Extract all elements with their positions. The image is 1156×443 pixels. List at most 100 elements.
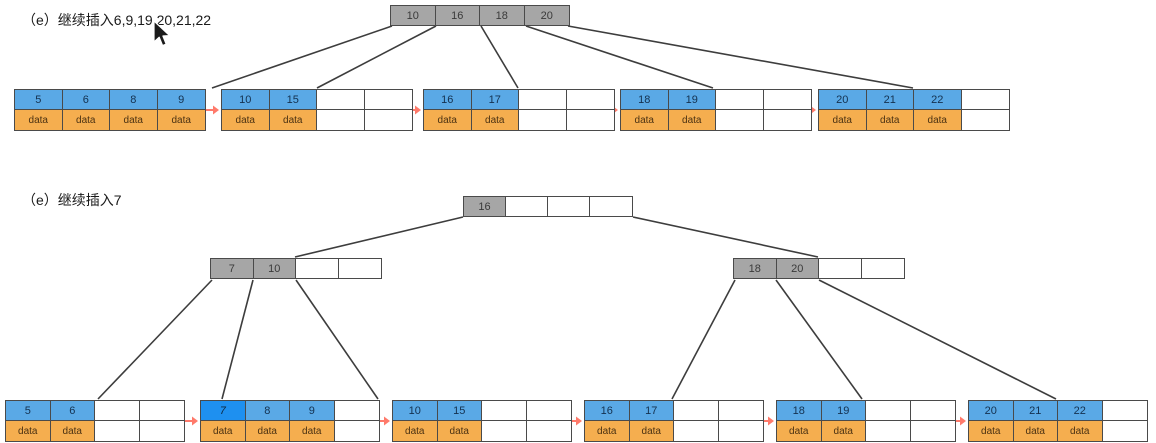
leaf-data-cell: data [290,421,335,441]
leaf-empty-slot [674,401,719,421]
leaf-empty-slot [718,421,763,441]
leaf-key-cell-highlighted: 7 [201,401,246,421]
leaf-empty-slot [334,401,379,421]
leaf-key-cell: 18 [621,90,669,110]
leaf-key-cell: 18 [777,401,822,421]
leaf-key-cell: 6 [62,90,110,110]
leaf-empty-slot [763,90,811,110]
leaf-key-cell: 9 [157,90,205,110]
tree-edge [671,279,736,400]
tree-edge [294,216,464,258]
leaf-data-cell: data [1058,421,1103,441]
leaf-data-cell: data [777,421,822,441]
tree-edge [221,279,254,400]
leaf-empty-slot [1102,401,1147,421]
index-key-cell: 10 [391,6,436,25]
leaf-data-cell: data [629,421,674,441]
leaf-empty-slot [674,421,719,441]
index-empty-cell [548,197,590,216]
diagram-caption: （e）继续插入7 [22,192,122,208]
tree-edge [567,25,914,89]
tree-edge [480,25,519,89]
index-empty-cell [590,197,632,216]
leaf-empty-slot [364,90,412,110]
leaf-data-cell: data [866,110,914,130]
leaf-key-cell: 20 [969,401,1014,421]
leaf-empty-slot [519,90,567,110]
leaf-empty-slot [139,401,184,421]
leaf-empty-slot [317,90,365,110]
leaf-key-cell: 16 [424,90,472,110]
leaf-empty-slot [334,421,379,441]
tree-edge [316,25,437,89]
leaf-empty-slot [866,401,911,421]
leaf-empty-slot [526,421,571,441]
leaf-data-cell: data [471,110,519,130]
leaf-key-cell: 19 [821,401,866,421]
leaf-key-cell: 16 [585,401,630,421]
leaf-key-cell: 22 [914,90,962,110]
leaf-empty-slot [566,90,614,110]
index-empty-cell [296,259,339,278]
root-node[interactable]: 16 [463,196,633,217]
diagram-caption: （e）继续插入6,9,19,20,21,22 [22,12,212,28]
leaf-empty-slot [866,421,911,441]
leaf-data-cell: data [819,110,867,130]
leaf-data-cell: data [821,421,866,441]
tree-edge [632,216,819,258]
leaf-empty-slot [139,421,184,441]
leaf-empty-slot [95,421,140,441]
leaf-data-cell: data [914,110,962,130]
leaf-data-cell: data [668,110,716,130]
leaf-key-cell: 21 [866,90,914,110]
tree-edge [211,25,393,89]
leaf-data-cell: data [424,110,472,130]
leaf-key-cell: 17 [629,401,674,421]
leaf-data-cell: data [15,110,63,130]
leaf-key-cell: 8 [245,401,290,421]
leaf-key-cell: 5 [6,401,51,421]
leaf-data-cell: data [269,110,317,130]
index-key-cell: 18 [734,259,777,278]
leaf-data-cell: data [110,110,158,130]
leaf-data-cell: data [157,110,205,130]
leaf-empty-slot [961,110,1009,130]
leaf-key-cell: 10 [222,90,270,110]
leaf-data-cell: data [585,421,630,441]
index-empty-cell [338,259,381,278]
leaf-key-cell: 10 [393,401,438,421]
leaf-key-cell: 5 [15,90,63,110]
leaf-key-cell: 9 [290,401,335,421]
leaf-data-cell: data [201,421,246,441]
leaf-empty-slot [961,90,1009,110]
tree-edge [775,279,863,400]
leaf-empty-slot [910,421,955,441]
leaf-data-cell: data [969,421,1014,441]
